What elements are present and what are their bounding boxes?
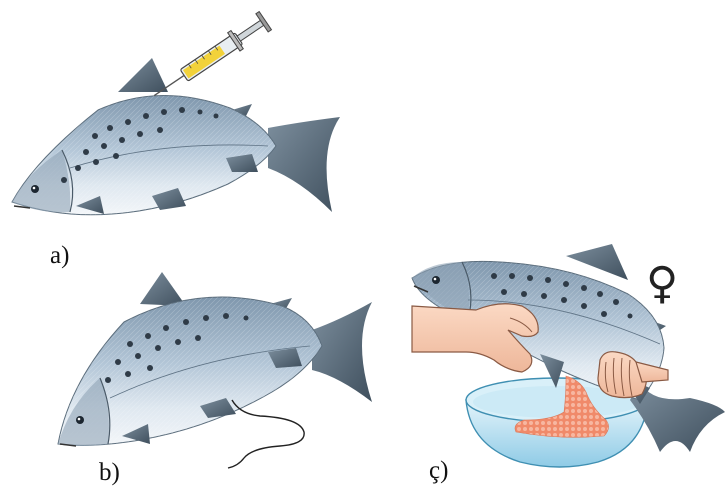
panel-label-b: b) (99, 460, 120, 485)
female-symbol-icon: ♀ (646, 262, 678, 306)
fish-b (58, 272, 372, 468)
panel-label-c: ç) (429, 458, 448, 483)
panel-label-a: a) (50, 243, 69, 268)
